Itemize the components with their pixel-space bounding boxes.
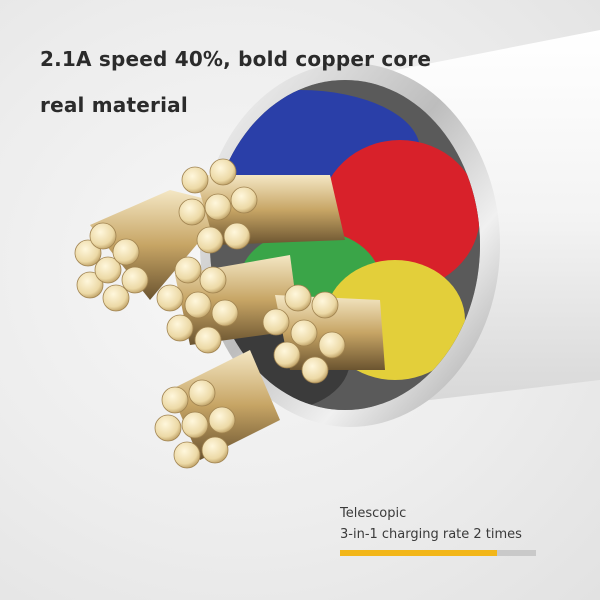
headline-line-1: 2.1A speed 40%, bold copper core	[40, 47, 432, 71]
copper-strand-shafts	[90, 175, 385, 460]
caption-subtitle: 3-in-1 charging rate 2 times	[340, 527, 522, 542]
charging-rate-bar	[340, 550, 536, 556]
caption-title: Telescopic	[340, 506, 407, 521]
headline-line-2: real material	[40, 93, 188, 117]
copper-strand-ends	[74, 158, 346, 469]
charging-rate-bar-fill	[340, 550, 497, 556]
headline: 2.1A speed 40%, bold copper core real ma…	[40, 36, 431, 128]
feature-caption: Telescopic 3-in-1 charging rate 2 times	[340, 505, 536, 556]
